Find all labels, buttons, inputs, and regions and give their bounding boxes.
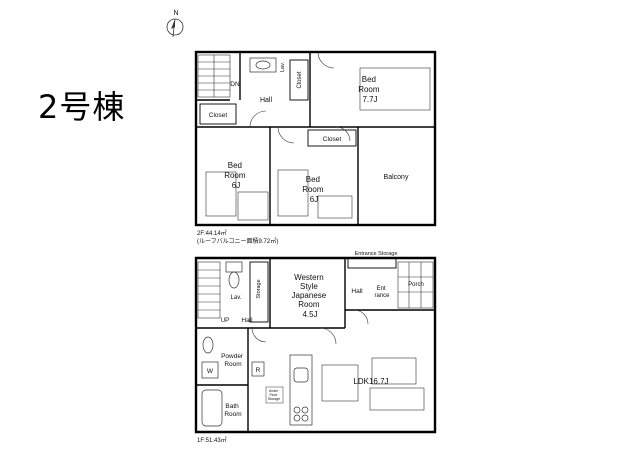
floor-1-plan: Western Style Japanese Room 4.5J LDK16.7… bbox=[194, 251, 437, 444]
entrance-label: Ent rance bbox=[374, 286, 390, 299]
north-label: N bbox=[173, 10, 178, 17]
bath-room-label: Bath Room bbox=[224, 403, 241, 418]
powder-sink-icon bbox=[202, 336, 214, 354]
building-title: 2号棟 bbox=[38, 88, 126, 126]
western-room-label: Western Style Japanese Room 4.5J bbox=[292, 273, 329, 319]
floor-2-balcony-note: (ルーフバルコニー面積9.72㎡) bbox=[197, 237, 278, 245]
floor-2-dn-label: DN bbox=[230, 81, 240, 88]
under-floor-storage-label: Under Floor Storage bbox=[268, 389, 280, 401]
floor-1-area-label: 1F:51.43㎡ bbox=[197, 436, 227, 444]
floor-2-hall-label: Hall bbox=[260, 97, 273, 104]
bed-master-furniture bbox=[359, 67, 431, 111]
powder-room-label: Powder Room bbox=[221, 353, 245, 368]
ldk-label: LDK16.7J bbox=[353, 377, 388, 386]
floor-1-up-label: UP bbox=[221, 318, 229, 324]
floor-2-area-label: 2F:44.14㎡ bbox=[197, 229, 227, 237]
washer-label: W bbox=[207, 368, 214, 375]
entrance-storage-box bbox=[347, 257, 397, 269]
fridge-box bbox=[251, 361, 265, 377]
floor-2-plan: Bed Room 7.7J Bed Room 6J Bed Room 6J Ba… bbox=[194, 50, 437, 245]
closet-left-box bbox=[199, 103, 237, 125]
floor-2-lav-label: Lav. bbox=[280, 62, 286, 72]
living-table bbox=[371, 357, 417, 385]
closet-vert-label: Closet bbox=[297, 71, 303, 88]
closet-vert-box bbox=[289, 59, 309, 101]
bathtub-icon bbox=[201, 389, 223, 427]
washer-box bbox=[201, 361, 219, 379]
floor-1-lav-label: Lav. bbox=[231, 295, 242, 301]
floor-2-outer-wall bbox=[194, 50, 437, 227]
closet-mid-box bbox=[307, 129, 357, 147]
floor-1-hall-left-label: Hall bbox=[241, 317, 253, 324]
desk-left bbox=[237, 191, 269, 221]
floor-1-storage-label: Storage bbox=[256, 279, 262, 298]
entrance-storage-label: Entrance Storage bbox=[355, 251, 398, 257]
dining-table bbox=[321, 364, 359, 402]
north-compass-icon: N bbox=[166, 10, 184, 38]
closet-left-label: Closet bbox=[209, 112, 228, 119]
floor-1-storage-box bbox=[249, 261, 269, 323]
bed-mid-label: Bed Room 6J bbox=[302, 175, 326, 204]
sofa bbox=[369, 387, 425, 411]
desk-mid bbox=[317, 195, 353, 219]
floor-1-hall-top-label: Hall bbox=[351, 288, 363, 295]
bed-left-label: Bed Room 6J bbox=[224, 161, 248, 190]
porch-label: Porch bbox=[408, 282, 424, 288]
bed-mid-furniture bbox=[277, 169, 309, 217]
floor-1-stairs bbox=[197, 261, 221, 319]
porch-grid bbox=[397, 261, 434, 309]
fridge-label: R bbox=[256, 367, 261, 374]
closet-mid-label: Closet bbox=[323, 136, 342, 143]
kitchen-counter bbox=[289, 354, 313, 426]
under-floor-storage-box bbox=[265, 386, 284, 404]
floor-2-stairs bbox=[197, 54, 231, 98]
floor-2-toilet-icon bbox=[249, 57, 277, 73]
bed-master-label: Bed Room 7.7J bbox=[358, 75, 382, 104]
floor-1-toilet-icon bbox=[225, 261, 243, 289]
bed-left-furniture bbox=[205, 171, 237, 217]
balcony-label: Balcony bbox=[384, 174, 409, 181]
